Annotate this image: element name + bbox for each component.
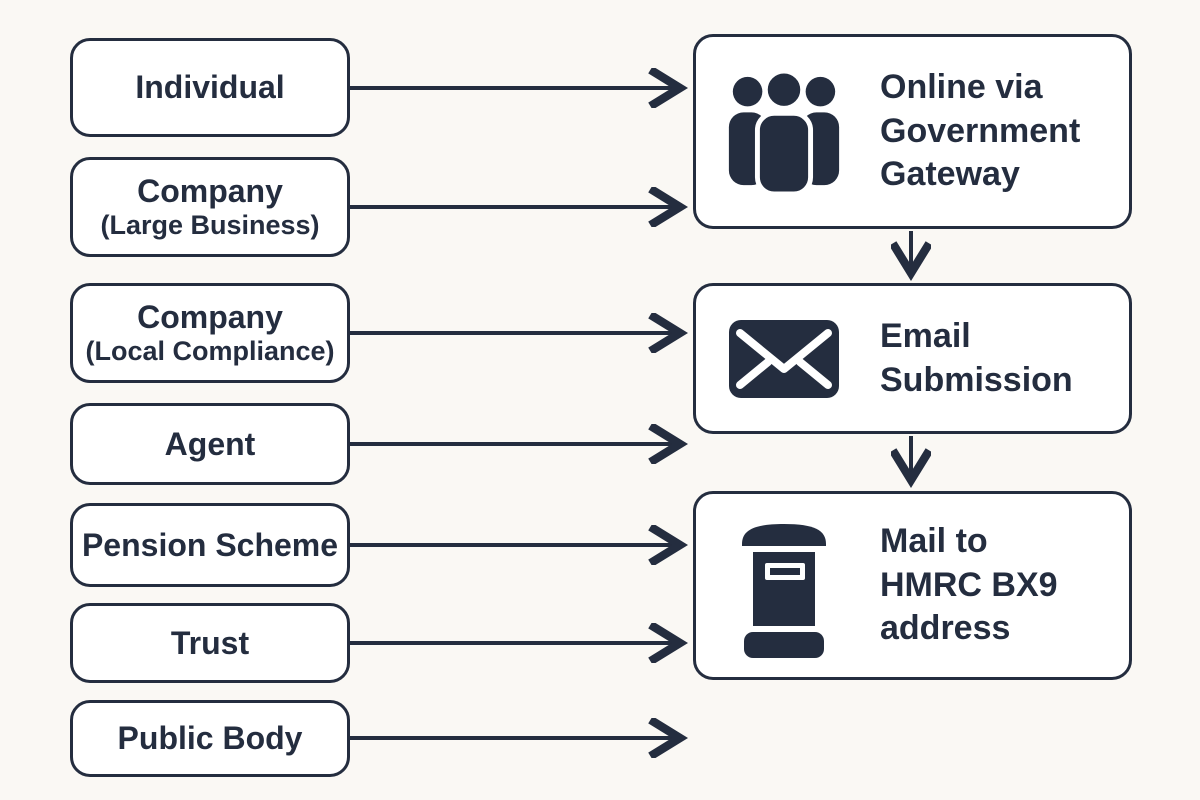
source-label: Public Body: [117, 720, 303, 757]
envelope-icon: [714, 319, 854, 399]
source-label: Trust: [170, 624, 250, 661]
method-label: Online via Government Gateway: [880, 68, 1081, 194]
source-box-trust: Trust: [70, 603, 350, 683]
source-box-individual: Individual: [70, 38, 350, 137]
source-box-company-large-business: Company (Large Business): [70, 157, 350, 257]
method-label: Mail to HMRC BX9 address: [880, 522, 1058, 648]
source-label: Company: [137, 173, 283, 210]
source-box-public-body: Public Body: [70, 700, 350, 777]
method-box-email-submission: Email Submission: [693, 283, 1132, 434]
method-box-online-gateway: Online via Government Gateway: [693, 34, 1132, 229]
source-sublabel: (Large Business): [100, 209, 320, 240]
source-sublabel: (Local Compliance): [85, 335, 335, 366]
source-label: Agent: [164, 425, 256, 462]
source-label: Pension Scheme: [81, 526, 339, 563]
method-box-mail-hmrc: Mail to HMRC BX9 address: [693, 491, 1132, 680]
source-label: Company: [137, 299, 283, 336]
source-label: Individual: [135, 69, 285, 106]
method-label: Email Submission: [880, 316, 1073, 399]
source-box-agent: Agent: [70, 403, 350, 485]
source-box-company-local-compliance: Company (Local Compliance): [70, 283, 350, 383]
postbox-icon: [714, 512, 854, 660]
source-box-pension-scheme: Pension Scheme: [70, 503, 350, 587]
people-icon: [714, 69, 854, 194]
